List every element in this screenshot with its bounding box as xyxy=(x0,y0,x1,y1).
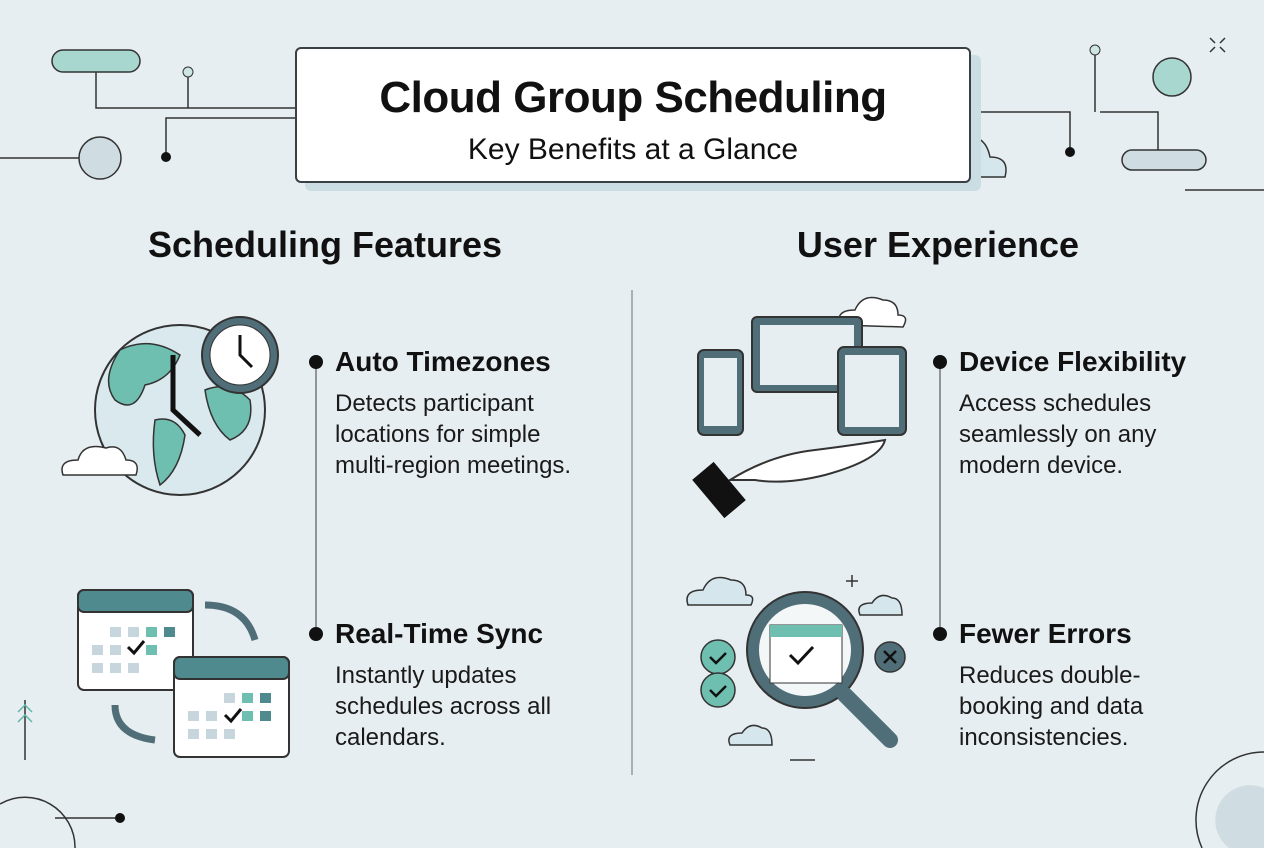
item-description: Detects participant locations for simple… xyxy=(335,390,572,479)
page-title: Cloud Group Scheduling xyxy=(379,73,887,122)
bullet-dot xyxy=(933,355,947,369)
title-box: Cloud Group Scheduling Key Benefits at a… xyxy=(295,47,971,183)
item-description: Reduces double-booking and data inconsis… xyxy=(959,662,1144,751)
bullet-dot xyxy=(933,627,947,641)
section-heading-scheduling-features: Scheduling Features xyxy=(147,224,503,265)
feature-auto-timezones: Auto Timezones Detects participant locat… xyxy=(335,346,605,481)
devices-hand-icon xyxy=(692,296,907,519)
item-title: Real-Time Sync xyxy=(335,618,544,649)
item-title: Fewer Errors xyxy=(959,618,1132,649)
magnifier-check-icon xyxy=(686,576,906,748)
calendar-sync-icon xyxy=(77,589,290,758)
item-title: Auto Timezones xyxy=(335,346,551,377)
bullet-dot xyxy=(309,627,323,641)
feature-device-flexibility: Device Flexibility Access schedules seam… xyxy=(959,346,1186,481)
item-description: Instantly updates schedules across all c… xyxy=(335,662,552,751)
bullet-dot xyxy=(309,355,323,369)
feature-fewer-errors: Fewer Errors Reduces double-booking and … xyxy=(959,618,1169,753)
section-heading-user-experience: User Experience xyxy=(796,224,1080,265)
item-description: Access schedules seamlessly on any moder… xyxy=(959,390,1157,479)
page-subtitle: Key Benefits at a Glance xyxy=(467,133,799,166)
feature-real-time-sync: Real-Time Sync Instantly updates schedul… xyxy=(335,618,605,753)
globe-clock-icon xyxy=(61,316,279,496)
item-title: Device Flexibility xyxy=(959,346,1187,377)
